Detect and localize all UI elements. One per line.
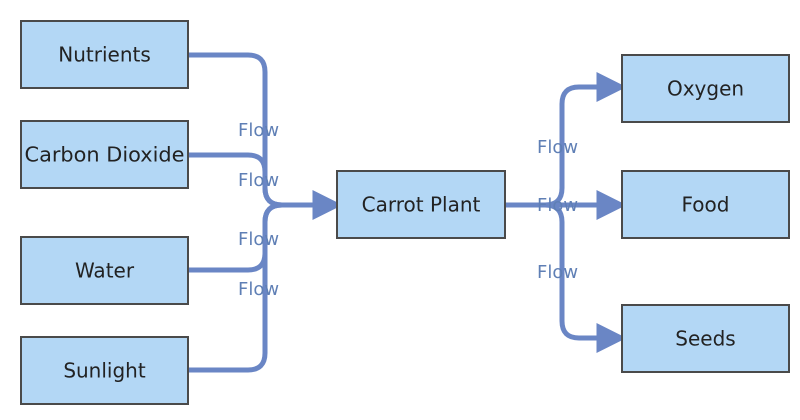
node-label: Food — [682, 193, 730, 217]
node-label: Seeds — [675, 327, 735, 351]
node-label: Sunlight — [63, 359, 146, 383]
edge-label-flow: Flow — [238, 120, 279, 141]
node-food: Food — [621, 170, 790, 239]
node-label: Carrot Plant — [362, 193, 481, 217]
edge-label-flow: Flow — [238, 170, 279, 191]
node-oxygen: Oxygen — [621, 54, 790, 123]
node-seeds: Seeds — [621, 304, 790, 373]
node-water: Water — [20, 236, 189, 305]
node-label: Oxygen — [667, 77, 744, 101]
node-nutrients: Nutrients — [20, 20, 189, 89]
edge-label-flow: Flow — [537, 137, 578, 158]
node-carrot-plant: Carrot Plant — [336, 170, 506, 239]
node-label: Water — [75, 259, 135, 283]
edge-label-flow: Flow — [537, 195, 578, 216]
edge-sunlight-to-plant — [185, 202, 333, 373]
node-carbon-dioxide: Carbon Dioxide — [20, 120, 189, 189]
node-sunlight: Sunlight — [20, 336, 189, 405]
edge-label-flow: Flow — [238, 279, 279, 300]
node-label: Carbon Dioxide — [25, 143, 185, 167]
edge-label-flow: Flow — [537, 262, 578, 283]
node-label: Nutrients — [58, 43, 151, 67]
edge-plant-to-seeds — [502, 202, 627, 353]
edge-label-flow: Flow — [238, 229, 279, 250]
